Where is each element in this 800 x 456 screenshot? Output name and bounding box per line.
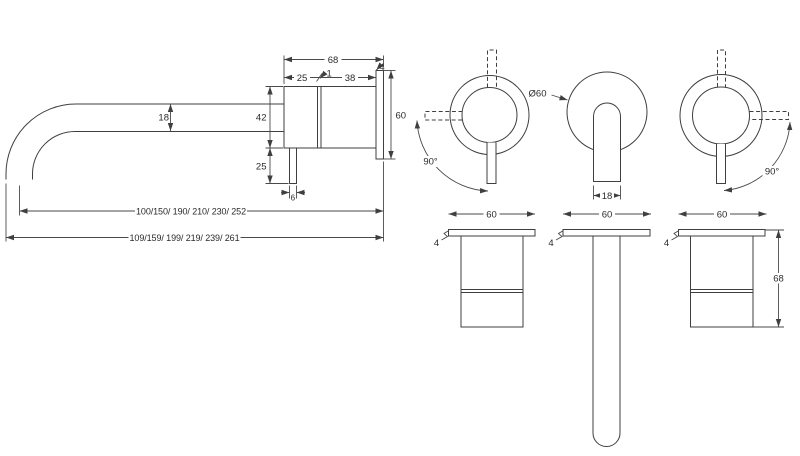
front-view-spout: Ø60 18	[529, 71, 648, 202]
wall-plate	[375, 70, 384, 160]
spout-inner-outline	[32, 131, 284, 180]
label-mask	[599, 209, 615, 220]
label-mask	[714, 209, 730, 220]
dim-label-60: 60	[717, 209, 728, 220]
lever-top-phantom	[717, 49, 726, 87]
dim-label-spout-lengths: 100/150/ 190/ 210/ 230/ 252	[136, 207, 246, 217]
dim-plate-height-60: 60	[383, 70, 407, 160]
dim-label-60: 60	[396, 111, 407, 122]
thickness-leader	[555, 230, 564, 241]
thickness-leader	[441, 230, 450, 241]
label-mask	[762, 166, 782, 177]
plate-thickness-label: 4	[548, 238, 553, 249]
dim-label-68: 68	[328, 55, 339, 66]
handle-body	[460, 235, 524, 328]
dim-flange-60-left: 60	[448, 209, 535, 220]
lever-bottom	[716, 144, 726, 184]
front-view-right-handle: 90°	[679, 49, 793, 193]
label-mask	[294, 72, 310, 83]
dim-label-60: 60	[486, 209, 497, 220]
side-view-spout-assembly	[5, 70, 384, 184]
handle-body	[690, 235, 754, 328]
label-mask	[600, 190, 614, 201]
profile-view-right-handle: 4	[664, 229, 766, 328]
dim-label-25: 25	[297, 73, 308, 84]
flange-plate	[678, 229, 766, 237]
rotation-arc	[414, 120, 489, 194]
dim-flange-60-right: 60	[678, 209, 767, 220]
dim-label-overall-lengths: 109/159/ 199/ 219/ 239/ 261	[130, 233, 240, 243]
gap-leader	[319, 70, 328, 79]
flange-plate	[562, 229, 651, 237]
spout-tube-profile	[592, 236, 621, 447]
inner-knob-circle	[692, 86, 750, 145]
label-mask	[128, 232, 241, 243]
dim-label-42: 42	[256, 113, 267, 124]
dim-sections-25-1-38: 25 1 38	[284, 69, 376, 84]
plate-thickness-label: 4	[434, 238, 439, 249]
label-mask	[342, 72, 358, 83]
label-mask	[483, 209, 500, 220]
dim-label-18: 18	[158, 113, 169, 124]
dim-spout-length: 100/150/ 190/ 210/ 230/ 252	[19, 161, 384, 242]
dim-body-42-lever-25: 42 25	[256, 86, 289, 184]
dim-label-38: 38	[345, 73, 356, 84]
dim-handle-depth-68: 68	[753, 229, 787, 328]
lever-right-phantom	[749, 111, 789, 120]
rotation-angle-label: 90°	[765, 166, 780, 177]
flange-plate	[448, 229, 536, 237]
spout-outer-outline	[5, 103, 284, 180]
profile-view-spout: 4	[548, 229, 651, 447]
lever-left-phantom	[424, 111, 463, 121]
label-mask	[324, 54, 342, 65]
profile-view-left-handle: 4	[434, 229, 536, 328]
spout-tube-front	[593, 102, 621, 182]
mixer-body	[283, 86, 377, 149]
label-mask	[770, 273, 787, 284]
thickness-leader	[671, 230, 680, 241]
lever-bottom	[486, 142, 497, 184]
handle-lever-side	[289, 147, 297, 184]
label-mask	[135, 205, 247, 216]
dim-plate-thickness-4: 4	[375, 62, 385, 73]
spout-width-label: 18	[602, 191, 613, 202]
flange-diameter-label: Ø60	[529, 89, 547, 100]
dim-overall-length: 109/159/ 199/ 219/ 239/ 261	[5, 183, 384, 243]
inner-knob-circle	[461, 87, 518, 143]
dim-label-6: 6	[291, 194, 296, 203]
dim-flange-60-middle: 60	[563, 209, 651, 220]
rotation-angle-label: 90°	[423, 157, 438, 168]
rotation-arc	[723, 121, 793, 193]
front-view-left-handle: 90°	[414, 49, 530, 194]
lever-top-phantom	[487, 49, 497, 88]
dim-spout-diameter-18: 18	[158, 104, 174, 131]
diameter-leader	[551, 94, 568, 101]
dim-label-1: 1	[327, 69, 332, 80]
plate-thickness-label: 4	[664, 238, 669, 249]
dim-label-68: 68	[773, 273, 784, 284]
label-mask	[421, 156, 440, 167]
dim-lever-width-6: 6	[281, 185, 305, 203]
leader-line	[375, 62, 384, 71]
dim-label-25: 25	[256, 162, 267, 173]
dim-label-4: 4	[379, 62, 384, 73]
dim-label-60: 60	[602, 209, 613, 220]
